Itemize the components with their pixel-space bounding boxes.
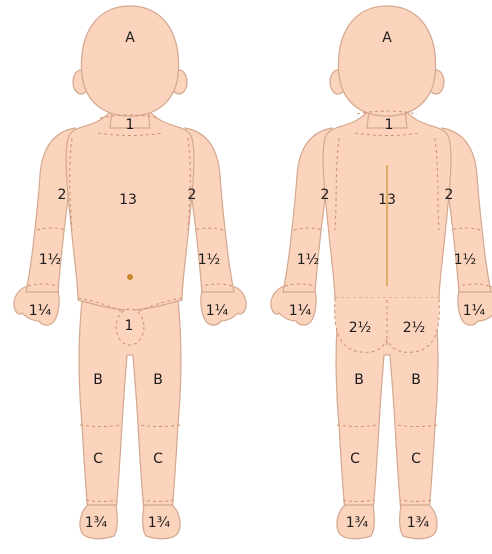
front-label-thigh-left: B [93,372,103,388]
front-view: A 1 13 2 2 1½ 1½ 1¼ 1¼ 1 B B C C 1¾ 1¾ [14,6,246,539]
back-label-foot-left: 1¾ [346,515,369,531]
back-label-foot-right: 1¾ [407,515,430,531]
front-label-foot-right: 1¾ [148,515,171,531]
front-label-head: A [125,30,135,46]
front-label-upper-arm-right: 2 [188,187,197,203]
front-label-forearm-right: 1½ [198,252,220,268]
back-label-neck: 1 [385,117,394,133]
back-label-leg-left: C [350,451,360,467]
back-label-buttock-left: 2½ [349,320,371,336]
front-label-thigh-right: B [153,372,163,388]
back-label-upper-arm-right: 2 [445,187,454,203]
back-label-upper-arm-left: 2 [321,187,330,203]
back-body-silhouette [271,6,492,539]
front-body-silhouette [14,6,246,539]
front-label-hand-left: 1¼ [29,303,52,319]
back-label-forearm-left: 1½ [297,252,319,268]
front-label-genitalia: 1 [125,318,134,334]
back-label-leg-right: C [411,451,421,467]
back-label-thigh-right: B [411,372,421,388]
front-label-foot-left: 1¾ [85,515,108,531]
back-label-hand-left: 1¼ [289,303,312,319]
back-label-buttock-right: 2½ [403,320,425,336]
back-label-head: A [382,30,392,46]
navel-dot [127,274,133,280]
front-label-hand-right: 1¼ [206,303,229,319]
front-label-upper-arm-left: 2 [58,187,67,203]
back-label-thigh-left: B [354,372,364,388]
front-label-forearm-left: 1½ [39,252,61,268]
back-label-hand-right: 1¼ [463,303,486,319]
front-label-trunk: 13 [119,192,137,208]
front-label-leg-left: C [93,451,103,467]
back-label-trunk: 13 [378,192,396,208]
front-label-neck: 1 [126,117,135,133]
back-label-forearm-right: 1½ [454,252,476,268]
back-view: A 1 13 2 2 1½ 1½ 1¼ 1¼ 2½ 2½ B B C C 1¾ … [271,6,492,539]
front-label-leg-right: C [153,451,163,467]
